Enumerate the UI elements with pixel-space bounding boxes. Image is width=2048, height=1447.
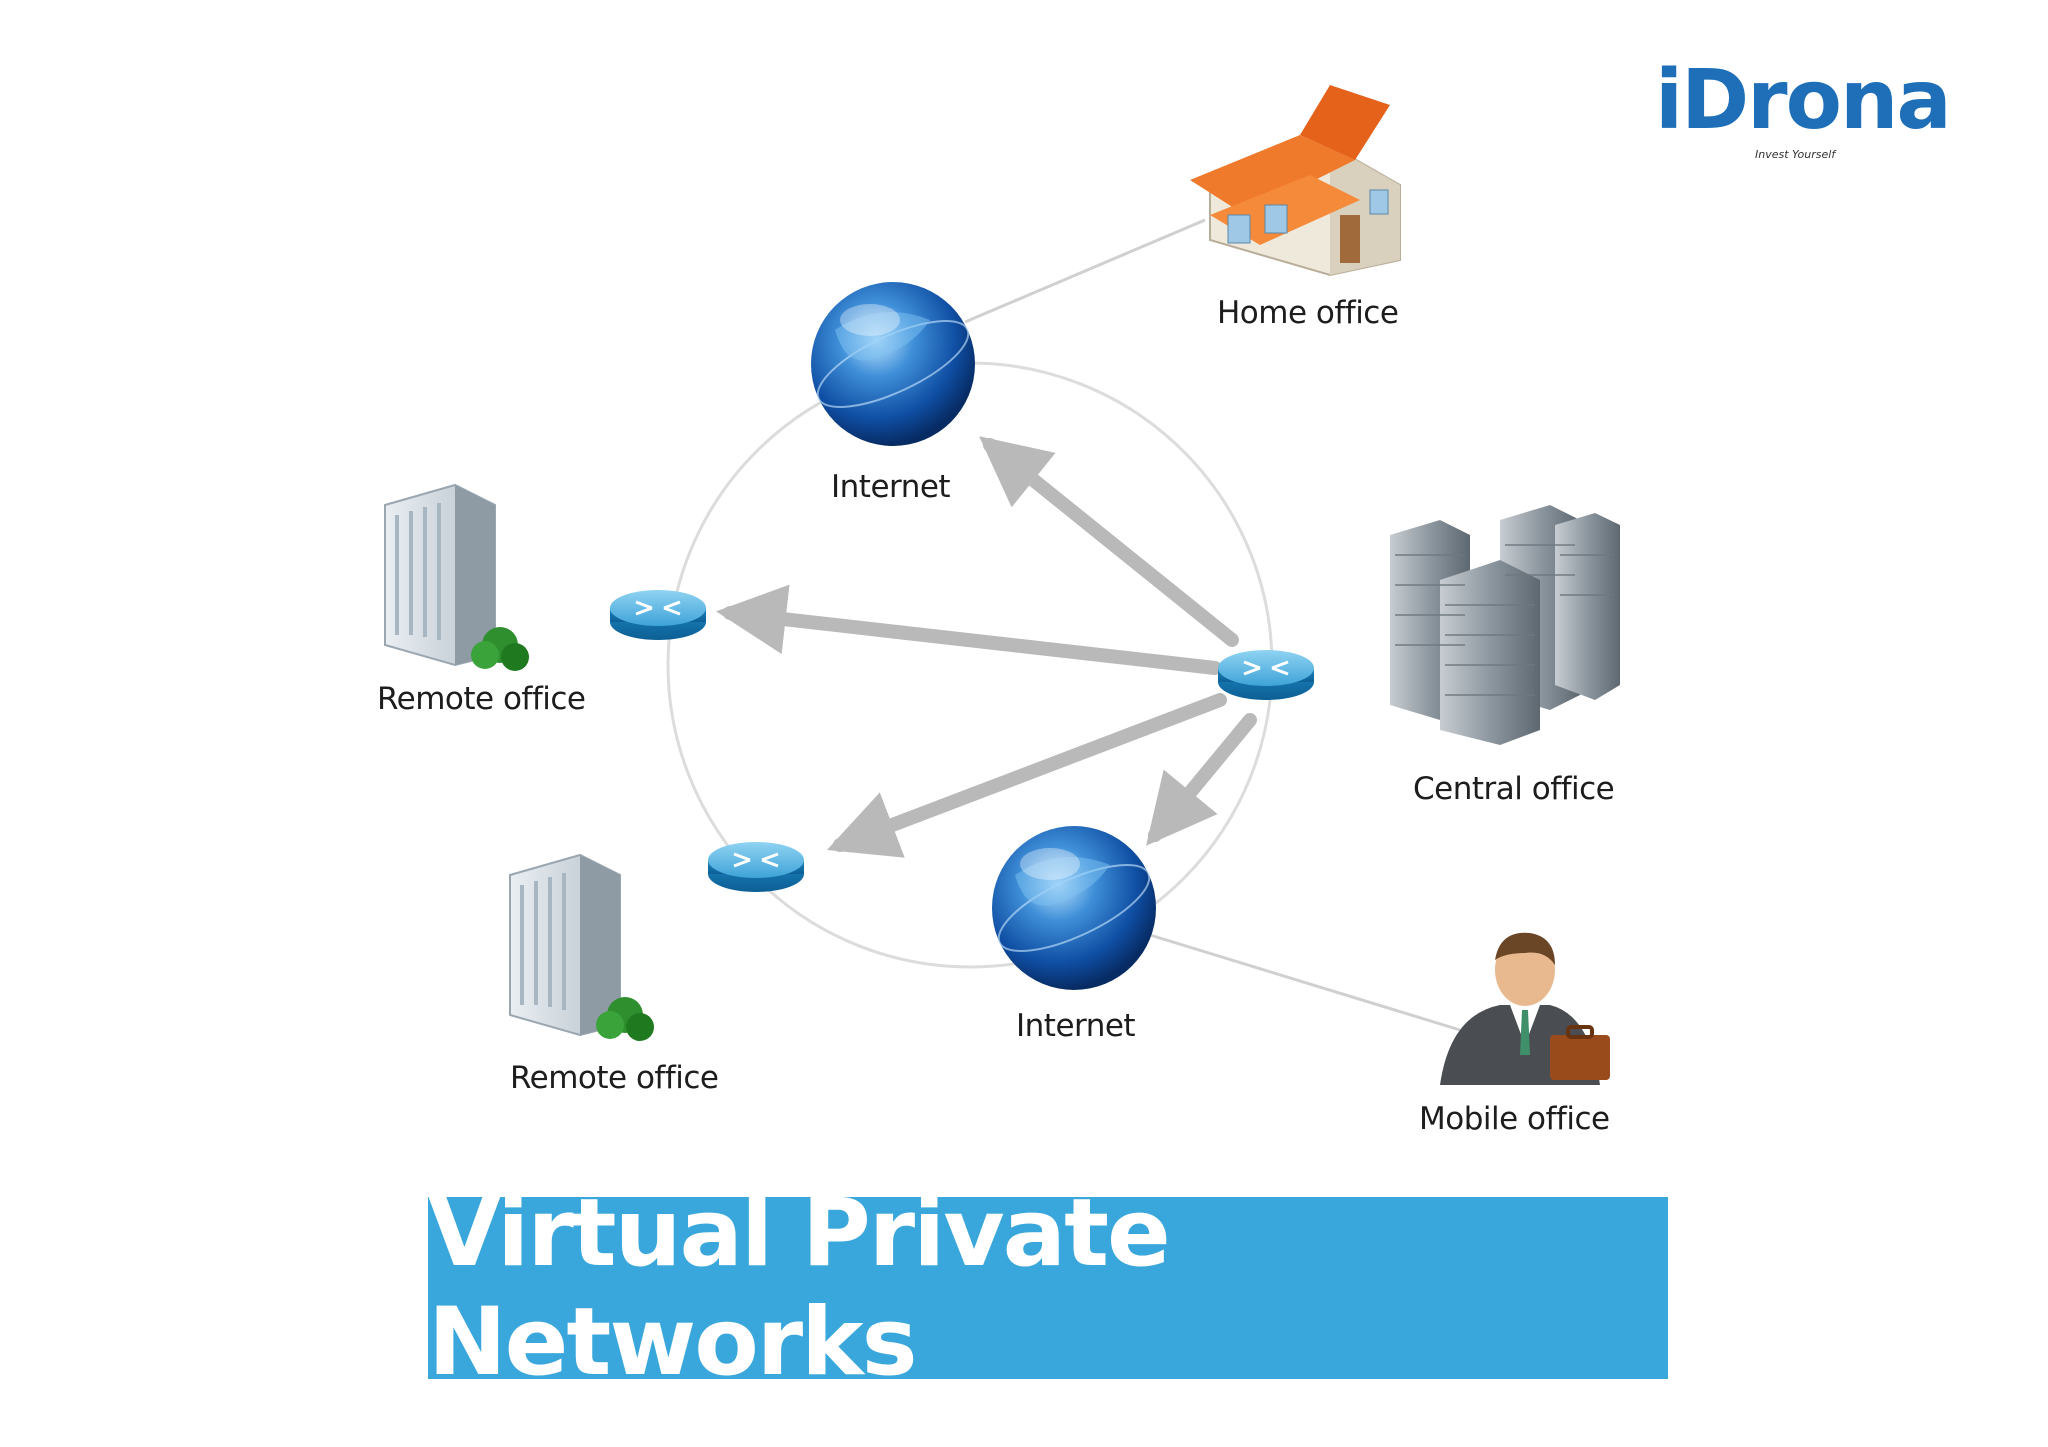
label-central-office: Central office [1413,771,1614,807]
label-remote-office-top: Remote office [377,681,586,717]
link-internet-home [964,218,1206,324]
label-mobile-office: Mobile office [1419,1101,1610,1137]
house-icon [1190,85,1401,277]
router-icon [708,842,804,892]
label-home-office: Home office [1217,295,1398,331]
office-building-icon [509,853,654,1041]
router-icon [610,590,706,640]
brand-logo: iDrona Invest Yourself [1655,53,1955,162]
router-icon [1218,650,1314,700]
brand-wordmark: iDrona [1655,53,1952,148]
label-internet-bottom: Internet [1016,1008,1135,1044]
globe-icon [811,282,975,446]
tunnel-to-internet-bottom [1146,713,1257,846]
tunnel-to-internet-top [979,436,1239,647]
globe-icon [992,826,1156,990]
title-banner: Virtual Private Networks [428,1179,1668,1397]
brand-tagline: Invest Yourself [1755,148,1836,161]
businessman-icon [1440,932,1610,1085]
link-internet-mobile [1149,933,1461,1032]
label-internet-top: Internet [831,469,950,505]
tunnel-to-remote-top [716,584,1222,675]
office-towers-icon [1390,505,1620,745]
tunnel-to-remote-bottom [826,693,1227,858]
banner-title: Virtual Private Networks [428,1179,1171,1397]
office-building-icon [384,483,529,671]
label-remote-office-bottom: Remote office [510,1060,719,1096]
vpn-tunnels [716,436,1257,858]
